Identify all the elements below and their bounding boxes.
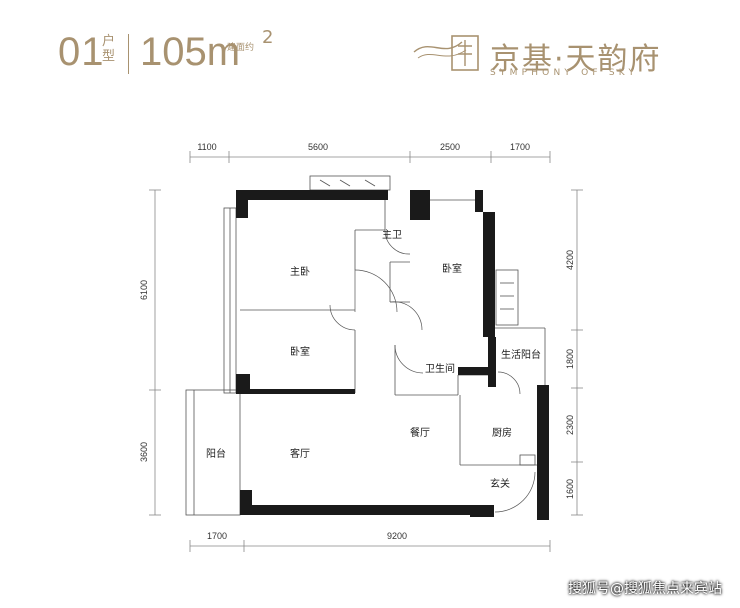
area-value: 105m [140,30,241,74]
dimension-labels: 1100 5600 2500 1700 1700 9200 6100 3600 … [139,142,575,541]
room-labels: 主卧 主卫 卧室 卧室 卫生间 生活阳台 餐厅 厨房 客厅 阳台 玄关 [206,229,541,490]
dim-top-2: 5600 [308,142,328,152]
header: 01 户型 105m 建面约 2 京基·天韵府 SYMPHONY OF SKY [0,0,740,100]
dim-bottom-1: 1700 [207,531,227,541]
dim-right-2: 1800 [565,349,575,369]
room-bedroom-ne: 卧室 [442,262,462,275]
room-kitchen: 厨房 [492,426,512,439]
dim-right-4: 1600 [565,479,575,499]
dim-bottom-2: 9200 [387,531,407,541]
unit-type-label: 户型 [102,34,116,64]
watermark: 搜狐号@搜狐焦点来宾站 [568,581,722,597]
area-label: 建面约 [227,43,255,53]
dim-left-1: 6100 [139,280,149,300]
room-master-bath: 主卫 [382,229,402,241]
header-separator [128,34,129,74]
room-balcony: 阳台 [206,447,226,460]
dim-right-3: 2300 [565,415,575,435]
door-swings [329,229,536,513]
brand-logo-icon [413,35,479,71]
room-master-bedroom: 主卧 [290,265,310,278]
room-living: 客厅 [290,447,310,460]
dimension-lines [149,151,583,552]
dim-top-4: 1700 [510,142,530,152]
room-utility-balcony: 生活阳台 [501,348,541,361]
dim-right-1: 4200 [565,250,575,270]
room-bathroom: 卫生间 [425,362,455,375]
brand-name: 京基·天韵府 [490,42,662,77]
dim-left-2: 3600 [139,442,149,462]
room-dining: 餐厅 [410,426,430,439]
dim-top-3: 2500 [440,142,460,152]
dim-top-1: 1100 [197,142,216,152]
room-entrance: 玄关 [490,477,510,490]
structural-walls [236,190,549,520]
area-unit-superscript: 2 [262,27,274,48]
room-bedroom-w: 卧室 [290,345,310,358]
unit-code: 01 [58,30,105,74]
brand-tagline: SYMPHONY OF SKY [490,68,639,78]
